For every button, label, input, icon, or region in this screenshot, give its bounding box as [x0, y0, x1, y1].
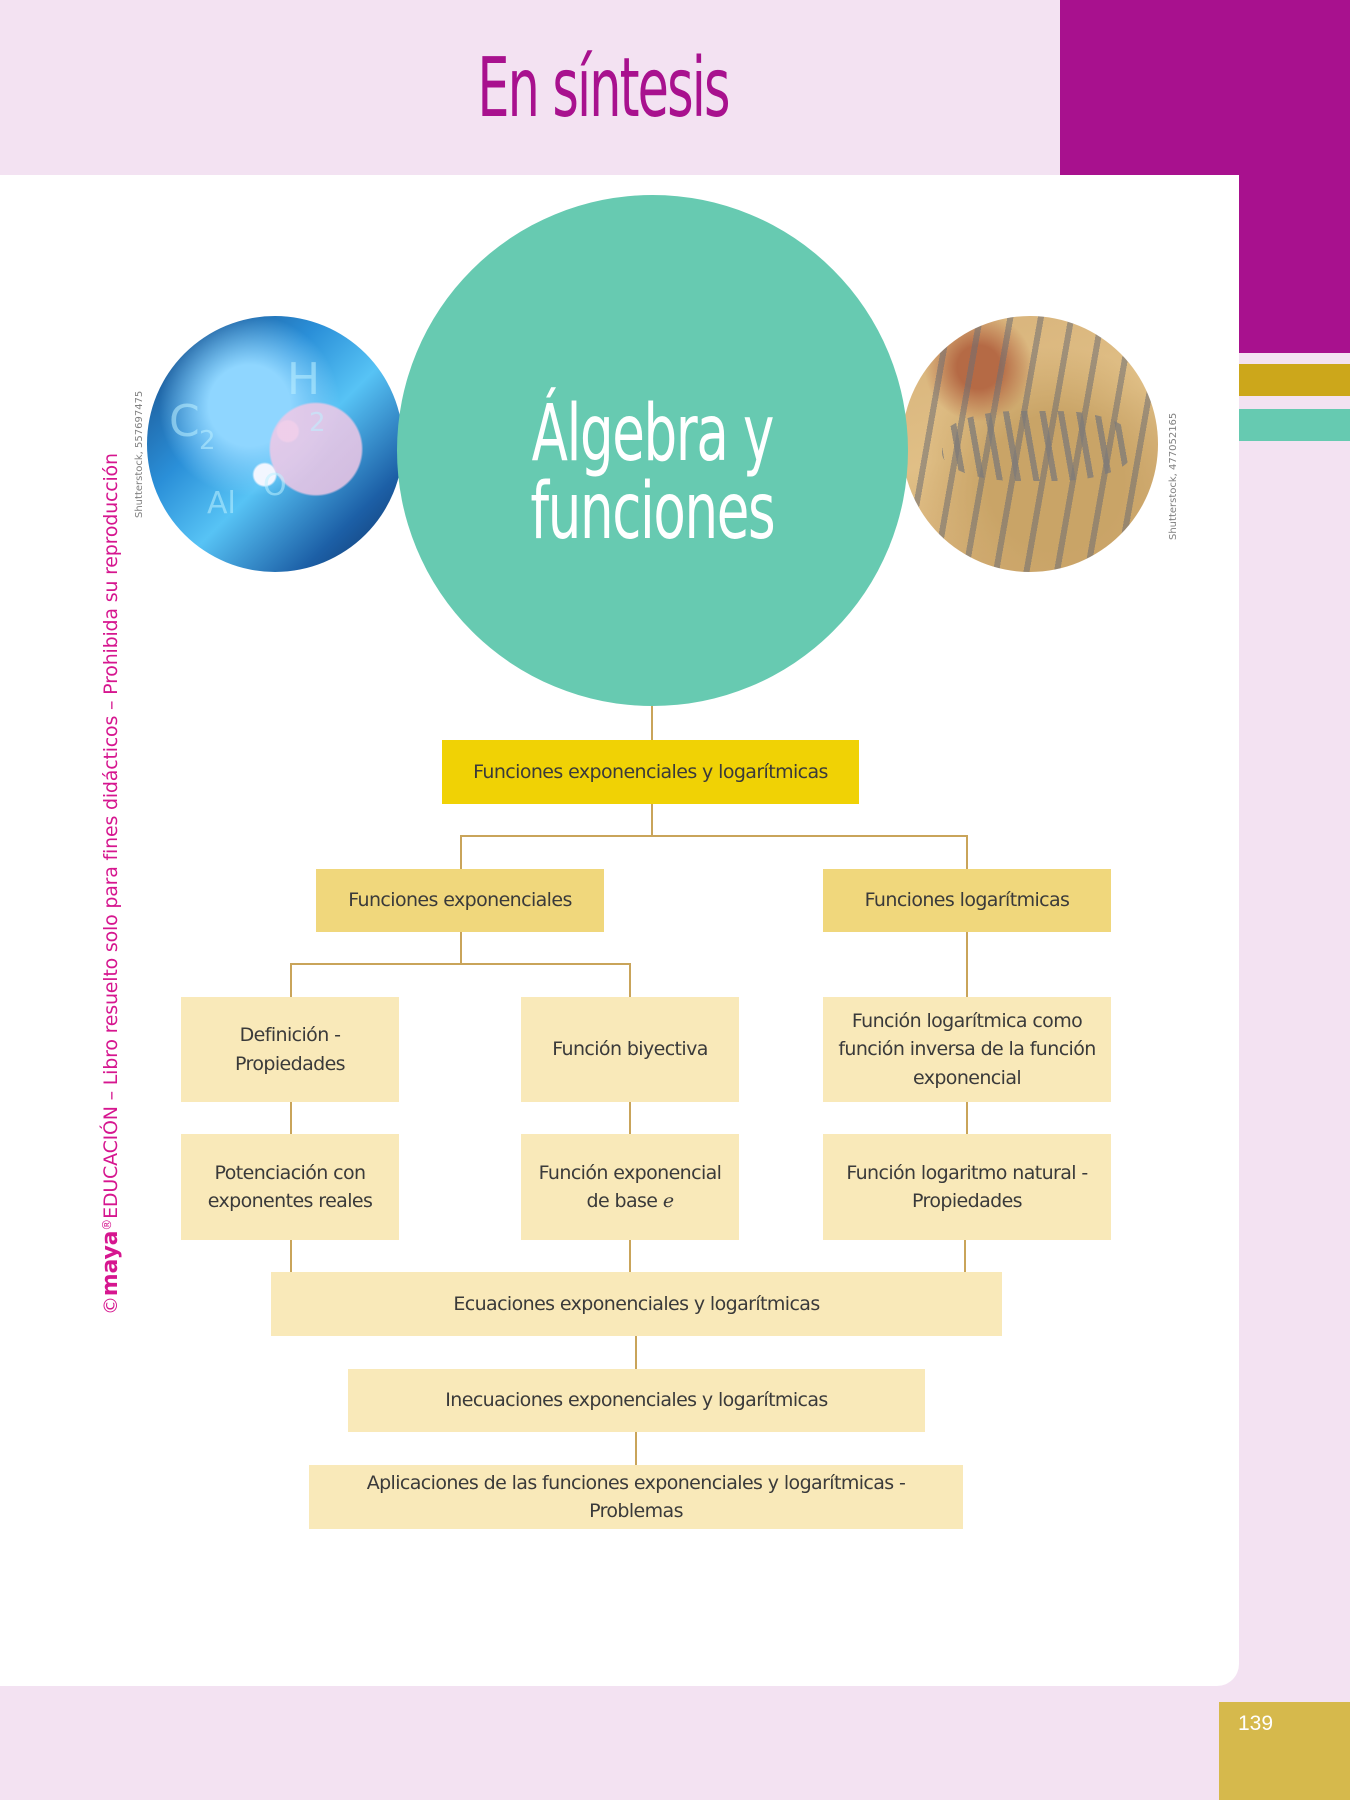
- connector-line: [651, 804, 653, 836]
- connector-line: [635, 1336, 637, 1369]
- branch-node-exponential: Funciones exponenciales: [316, 869, 604, 932]
- connector-line: [966, 835, 968, 869]
- sequence-node-equations: Ecuaciones exponenciales y logarítmicas: [271, 1272, 1002, 1336]
- base-e-text: Función exponencial de base e: [531, 1159, 729, 1216]
- leaf-node-powers: Potenciación con exponentes reales: [181, 1134, 399, 1240]
- connector-line: [290, 963, 631, 965]
- lab-photo: C 2 H 2 Al O: [147, 316, 403, 572]
- photo-glyph: C: [169, 396, 200, 447]
- leaf-node-inverse: Función logarítmica como función inversa…: [823, 997, 1111, 1102]
- sequence-node-applications: Aplicaciones de las funciones exponencia…: [309, 1465, 963, 1529]
- fossil-photo: [902, 316, 1158, 572]
- copyright-symbol: ©: [100, 1296, 122, 1315]
- fossil-bones: [942, 411, 1132, 481]
- sequence-node-inequations: Inecuaciones exponenciales y logarítmica…: [348, 1369, 925, 1432]
- photo-glyph: 2: [199, 426, 216, 456]
- photo-glyph: H: [287, 354, 321, 405]
- hub-title: Álgebra y funciones: [530, 389, 775, 557]
- connector-line: [964, 1240, 966, 1272]
- connector-line: [966, 1102, 968, 1134]
- connector-line: [460, 835, 462, 869]
- root-node: Funciones exponenciales y logarítmicas: [442, 740, 859, 804]
- photo-glyph: Al: [207, 486, 236, 521]
- photo-glyph: O: [263, 468, 287, 503]
- base-e-prefix: Función exponencial de base: [538, 1161, 722, 1213]
- connector-line: [460, 835, 968, 837]
- branch-node-logarithmic: Funciones logarítmicas: [823, 869, 1111, 932]
- connector-line: [460, 932, 462, 964]
- connector-line: [629, 963, 631, 997]
- page-number-box: [1219, 1702, 1350, 1800]
- registered-mark: ®: [100, 1218, 114, 1231]
- photo-credit-left: Shutterstock, 557697475: [134, 390, 145, 518]
- leaf-node-natural-log: Función logaritmo natural - Propiedades: [823, 1134, 1111, 1240]
- connector-line: [635, 1432, 637, 1465]
- page-title: En síntesis: [477, 41, 730, 136]
- leaf-node-base-e: Función exponencial de base e: [521, 1134, 739, 1240]
- connector-line: [966, 932, 968, 997]
- connector-line: [629, 1102, 631, 1134]
- copyright-text: EDUCACIÓN – Libro resuelto solo para fin…: [100, 453, 122, 1219]
- connector-line: [290, 1102, 292, 1134]
- connector-line: [290, 1240, 292, 1272]
- page-number: 139: [1238, 1712, 1274, 1735]
- teal-accent-stripe: [1239, 409, 1350, 441]
- leaf-node-definition: Definición - Propiedades: [181, 997, 399, 1102]
- connector-line: [629, 1240, 631, 1272]
- gold-accent-stripe: [1239, 364, 1350, 396]
- photo-glyph: 2: [309, 408, 326, 438]
- photo-credit-right: Shutterstock, 477052165: [1168, 412, 1179, 540]
- hub-circle: [397, 195, 908, 706]
- header-band: [0, 0, 1060, 175]
- leaf-node-bijective: Función biyectiva: [521, 997, 739, 1102]
- connector-line: [290, 963, 292, 997]
- connector-line: [651, 706, 653, 740]
- brand-logo: maya: [98, 1230, 123, 1297]
- base-e-variable: e: [662, 1190, 674, 1212]
- copyright-notice: ©maya®EDUCACIÓN – Libro resuelto solo pa…: [98, 453, 123, 1315]
